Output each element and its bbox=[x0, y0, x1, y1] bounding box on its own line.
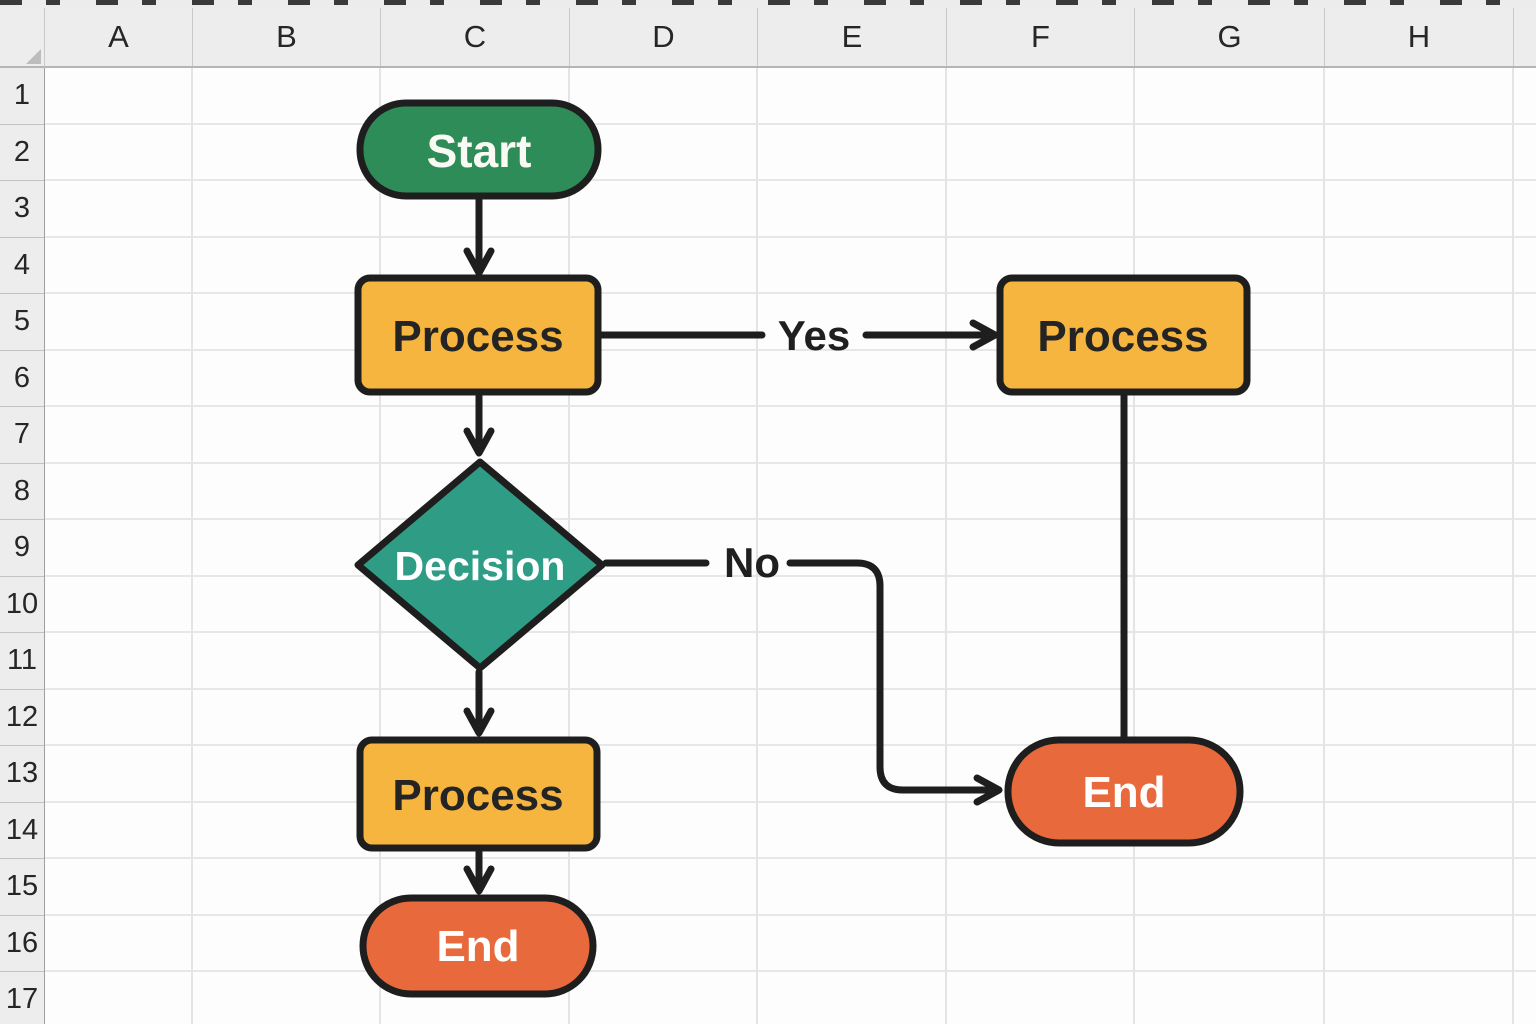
column-header-h[interactable]: H bbox=[1325, 8, 1514, 66]
decision-node[interactable] bbox=[354, 458, 606, 672]
row-header-6[interactable]: 6 bbox=[0, 351, 44, 407]
row-header-9[interactable]: 9 bbox=[0, 520, 44, 577]
decision-node-label: Decision bbox=[395, 543, 566, 589]
grid-horizontal-lines bbox=[45, 68, 1536, 1024]
end2-node-label: End bbox=[1082, 768, 1165, 817]
row-header-15[interactable]: 15 bbox=[0, 859, 44, 916]
row-header-17[interactable]: 17 bbox=[0, 972, 44, 1024]
column-header-b[interactable]: B bbox=[193, 8, 381, 66]
row-header-13[interactable]: 13 bbox=[0, 746, 44, 803]
no-edge-label: No bbox=[724, 539, 780, 586]
row-header-3[interactable]: 3 bbox=[0, 181, 44, 238]
column-header-c[interactable]: C bbox=[381, 8, 570, 66]
end2-node[interactable] bbox=[1004, 736, 1244, 847]
row-header-11[interactable]: 11 bbox=[0, 633, 44, 690]
row-header-12[interactable]: 12 bbox=[0, 690, 44, 746]
row-header-4[interactable]: 4 bbox=[0, 238, 44, 294]
yes-edge-label: Yes bbox=[778, 312, 850, 359]
row-header-14[interactable]: 14 bbox=[0, 803, 44, 859]
process2-node-label: Process bbox=[1037, 312, 1208, 361]
row-header-1[interactable]: 1 bbox=[0, 68, 44, 125]
row-header-7[interactable]: 7 bbox=[0, 407, 44, 464]
column-header-g[interactable]: G bbox=[1135, 8, 1325, 66]
end1-node-label: End bbox=[436, 922, 519, 971]
column-header-d[interactable]: D bbox=[570, 8, 758, 66]
column-header-e[interactable]: E bbox=[758, 8, 947, 66]
process1-node-label: Process bbox=[392, 312, 563, 361]
column-header-row: A B C D E F G H bbox=[45, 8, 1536, 68]
row-header-column: 1 2 3 4 5 6 7 8 9 10 11 12 13 14 15 16 1… bbox=[0, 68, 45, 1024]
column-header-a[interactable]: A bbox=[45, 8, 193, 66]
row-header-10[interactable]: 10 bbox=[0, 577, 44, 633]
cropped-toolbar-edge bbox=[0, 0, 1536, 8]
process3-node-label: Process bbox=[392, 771, 563, 820]
end1-node[interactable] bbox=[359, 894, 597, 998]
row-header-5[interactable]: 5 bbox=[0, 294, 44, 351]
process2-node[interactable] bbox=[996, 274, 1251, 396]
edge-no-segment2 bbox=[786, 559, 1003, 806]
process3-node[interactable] bbox=[356, 736, 601, 852]
select-all-triangle-icon bbox=[26, 49, 41, 64]
process1-node[interactable] bbox=[354, 274, 602, 396]
start-node-label: Start bbox=[427, 125, 532, 177]
column-header-f[interactable]: F bbox=[947, 8, 1135, 66]
start-node[interactable] bbox=[356, 99, 602, 200]
select-all-corner[interactable] bbox=[0, 8, 45, 68]
row-header-8[interactable]: 8 bbox=[0, 464, 44, 520]
row-header-16[interactable]: 16 bbox=[0, 916, 44, 972]
row-header-2[interactable]: 2 bbox=[0, 125, 44, 181]
toolbar-edge-pattern bbox=[0, 0, 1536, 5]
